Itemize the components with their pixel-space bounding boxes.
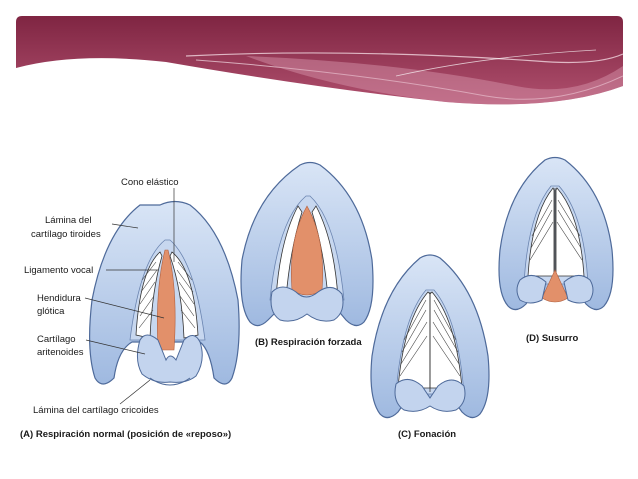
banner-swoosh-2 bbox=[195, 59, 623, 100]
cricoid-a bbox=[149, 377, 191, 386]
label-cricoides: Lámina del cartílago cricoides bbox=[33, 405, 159, 416]
vocal-fold-left-d bbox=[527, 187, 555, 277]
glottis-b bbox=[291, 205, 323, 296]
label-lamina-tiroides-2: cartílago tiroides bbox=[31, 229, 101, 240]
diagram-c bbox=[370, 254, 490, 419]
labels-a: Cono elástico Lámina del cartílago tiroi… bbox=[24, 177, 179, 416]
caption-a: (A) Respiración normal (posición de «rep… bbox=[20, 429, 231, 440]
label-aritenoides-1: Cartílago bbox=[37, 334, 76, 345]
diagram-b bbox=[240, 161, 374, 327]
vocal-fold-right-d bbox=[555, 187, 585, 277]
banner-swoosh-3 bbox=[246, 56, 623, 105]
arytenoids-d-left bbox=[516, 275, 547, 304]
diagram-a bbox=[89, 200, 240, 386]
fold-striations-a bbox=[138, 261, 196, 329]
banner-swoosh-4 bbox=[395, 49, 597, 77]
banner-swoosh-1 bbox=[185, 52, 623, 64]
arytenoids-d-right bbox=[563, 275, 594, 304]
arytenoids-a bbox=[136, 334, 203, 383]
diagram-d bbox=[498, 156, 614, 311]
header-banner bbox=[16, 16, 623, 105]
caption-d: (D) Susurro bbox=[526, 333, 578, 344]
label-aritenoides-2: aritenoides bbox=[37, 347, 84, 358]
label-cono-elastico: Cono elástico bbox=[121, 177, 179, 188]
glottis-a bbox=[157, 249, 176, 351]
fold-striations-d bbox=[529, 199, 583, 261]
arytenoids-c bbox=[394, 379, 466, 412]
label-ligamento-vocal: Ligamento vocal bbox=[24, 265, 93, 276]
arytenoids-b bbox=[270, 286, 344, 322]
caption-c: (C) Fonación bbox=[398, 429, 456, 440]
vocal-fold-right-a bbox=[169, 251, 199, 339]
label-hendidura-2: glótica bbox=[37, 306, 65, 317]
label-lamina-tiroides-1: Lámina del bbox=[45, 215, 91, 226]
label-hendidura-1: Hendidura bbox=[37, 293, 82, 304]
banner-shape bbox=[16, 16, 623, 105]
fold-striations-c bbox=[399, 299, 461, 377]
caption-b: (B) Respiración forzada bbox=[255, 337, 362, 348]
